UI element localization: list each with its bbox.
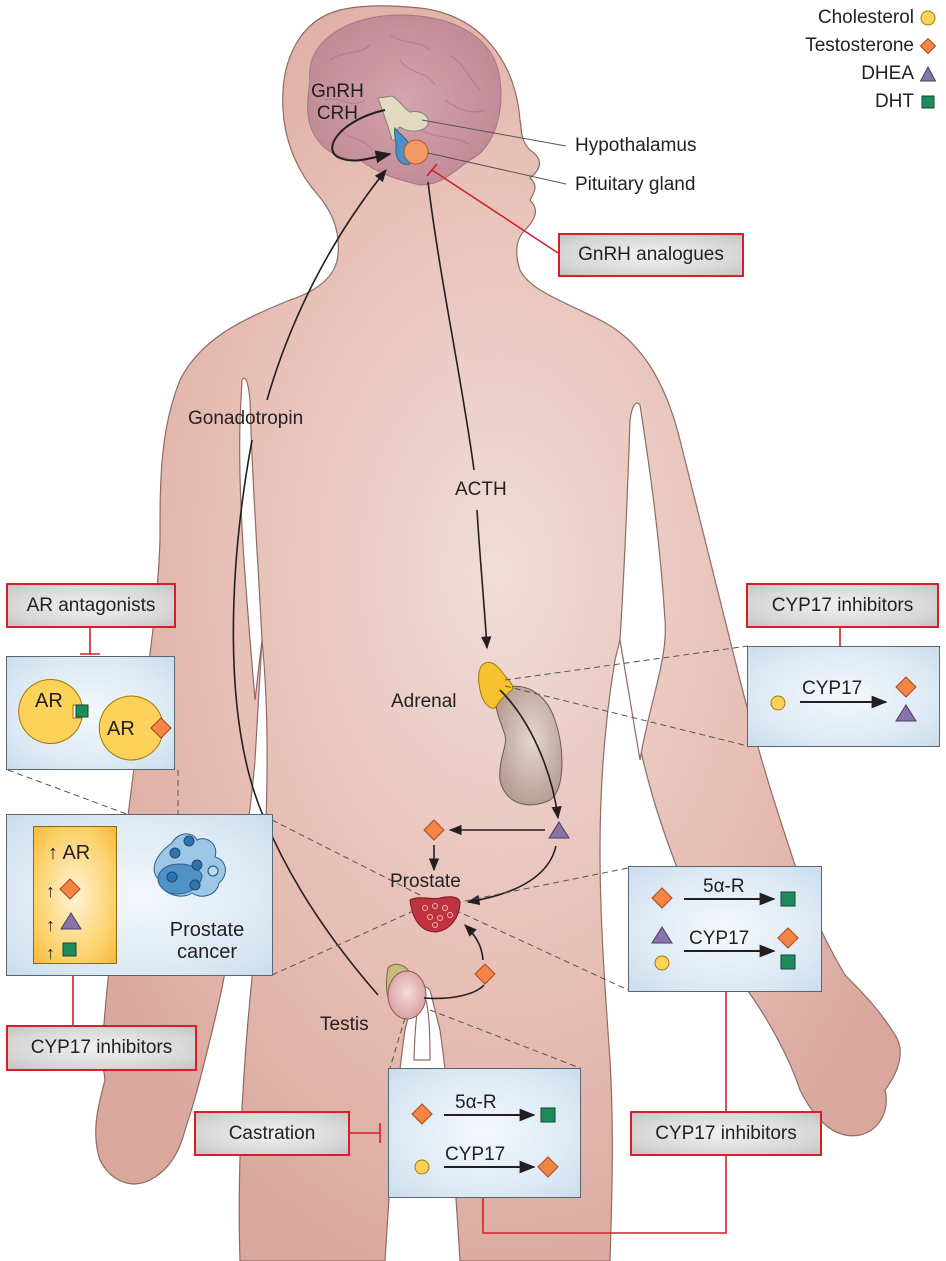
dht-up-square	[62, 942, 77, 957]
legend-item-testosterone: Testosterone	[805, 32, 936, 60]
prostate-cancer-caption-line2: cancer	[176, 941, 238, 963]
legend: Cholesterol Testosterone DHEA DHT	[805, 4, 936, 116]
gnrh-analogues-inhibit-line	[426, 163, 559, 254]
ar-up-label: AR	[62, 842, 91, 864]
legend-item-dhea: DHEA	[805, 60, 936, 88]
dht-product-square-3	[540, 1107, 556, 1123]
testosterone-diamond-body	[423, 819, 445, 841]
dhea-product-triangle	[895, 704, 917, 722]
cyp17-enzyme-label-2: CYP17	[689, 928, 750, 949]
gonadotropin-arrow	[266, 169, 387, 401]
testosterone-substrate-diamond-3	[411, 1103, 433, 1125]
testosterone-to-prostate-arrow-2	[464, 924, 484, 961]
cancer-cells-graphic	[153, 833, 226, 897]
cyp17-inhibitors-testis-box: CYP17 inhibitors	[630, 1111, 822, 1156]
prostate-dots	[422, 903, 453, 928]
testosterone-diamond-icon	[920, 38, 936, 54]
body-silhouette	[95, 5, 901, 1261]
5ar-enzyme-label-3: 5α-R	[455, 1092, 497, 1113]
callout-dashed-lines	[7, 645, 749, 1069]
ar-label-2: AR	[107, 718, 135, 740]
testis-label: Testis	[320, 1014, 369, 1035]
prostate-reaction-graphic	[651, 887, 799, 971]
acth-line-upper	[427, 181, 475, 471]
adrenal-cyp17-panel: CYP17	[747, 646, 940, 747]
upregulation-symbols: ↑ ↑ ↑	[46, 878, 82, 963]
hypothalamus-leader	[421, 119, 567, 147]
testis-to-testosterone-line	[423, 984, 485, 1000]
adrenal-label: Adrenal	[391, 691, 457, 712]
prostate-reaction-panel: 5α-R CYP17	[628, 866, 822, 992]
legend-item-cholesterol: Cholesterol	[805, 4, 936, 32]
testosterone-product-diamond-3	[537, 1156, 559, 1178]
cholesterol-circle-icon	[920, 10, 936, 26]
pituitary-leader	[427, 152, 567, 185]
pituitary-anterior	[403, 139, 429, 165]
testosterone-bound-diamond	[150, 717, 172, 739]
testosterone-product-diamond	[895, 676, 917, 698]
adrenal-gland	[478, 661, 514, 709]
hypothalamus	[377, 95, 429, 141]
testosterone-up-diamond	[59, 878, 81, 900]
dht-product-square	[780, 891, 796, 907]
cholesterol-substrate-circle	[654, 955, 670, 971]
brain-folds	[324, 34, 486, 151]
dhea-triangle-icon	[920, 66, 936, 82]
gonadotropin-label: Gonadotropin	[188, 408, 304, 429]
dhea-substrate-triangle	[651, 926, 673, 944]
cholesterol-substrate-circle-3	[414, 1159, 430, 1175]
up-arrow-dhea: ↑	[46, 915, 55, 935]
kidney	[495, 685, 563, 806]
5ar-enzyme-label: 5α-R	[703, 876, 745, 897]
testis-reaction-graphic	[411, 1103, 559, 1178]
cyp17-inhibitors-adrenal-box: CYP17 inhibitors	[746, 583, 939, 628]
gnrh-analogues-box: GnRH analogues	[558, 233, 744, 277]
gonadotropin-line-lower	[232, 439, 379, 996]
gnrh-crh-label: GnRH CRH	[311, 81, 364, 125]
upregulation-box: ↑ AR ↑ ↑ ↑	[33, 826, 117, 964]
testosterone-substrate-diamond	[651, 887, 673, 909]
prostate-label: Prostate	[390, 871, 461, 892]
dht-bound-square	[75, 704, 89, 718]
ar-receptor-panel: AR AR	[6, 656, 175, 770]
testis-testosterone-diamond	[474, 963, 496, 985]
castration-box: Castration	[194, 1111, 350, 1156]
cholesterol-circle	[770, 695, 786, 711]
adrenal-to-dhea-arrow	[499, 689, 562, 820]
adrenal-reaction-graphic	[770, 676, 917, 722]
ar-receptor-1	[18, 679, 83, 744]
gnrh-loop-arrow	[331, 109, 392, 164]
testis-reaction-panel: 5α-R CYP17	[388, 1068, 581, 1198]
testosterone-product-diamond-2	[777, 927, 799, 949]
legend-item-dht: DHT	[805, 88, 936, 116]
cyp17-enzyme-label: CYP17	[802, 678, 863, 699]
prostate-cancer-caption: Prostate cancer	[152, 919, 262, 963]
cyp17-inhibitors-prostate-cancer-box: CYP17 inhibitors	[6, 1025, 197, 1071]
up-arrow-dht: ↑	[46, 943, 55, 963]
dhea-to-prostate-arrow	[466, 845, 557, 906]
ar-label-1: AR	[35, 690, 63, 712]
dht-square-icon	[921, 95, 935, 109]
gnrh-label: GnRH	[311, 81, 364, 102]
cyp17-enzyme-label-3: CYP17	[445, 1144, 506, 1165]
ar-receptor-2	[98, 695, 163, 761]
hypothalamus-label: Hypothalamus	[575, 135, 697, 156]
ar-receptor-graphic	[18, 679, 172, 761]
pituitary-label: Pituitary gland	[575, 174, 696, 195]
dhea-triangle-body	[548, 821, 570, 839]
crh-label: CRH	[316, 103, 358, 124]
left-arm-gap	[239, 377, 263, 701]
ar-up-row: ↑ AR	[48, 842, 91, 864]
prostate-cancer-panel: ↑ AR ↑ ↑ ↑ Prostate cancer	[6, 814, 273, 976]
up-arrow-testosterone: ↑	[46, 881, 55, 901]
ar-antagonists-box: AR antagonists	[6, 583, 176, 628]
dht-product-square-2	[780, 954, 796, 970]
right-arm-gap	[619, 402, 666, 761]
acth-arrow	[476, 509, 492, 650]
acth-label: ACTH	[455, 479, 507, 500]
testis	[387, 970, 427, 1020]
prostate-cancer-caption-line1: Prostate	[169, 919, 245, 941]
dhea-up-triangle	[60, 912, 82, 930]
